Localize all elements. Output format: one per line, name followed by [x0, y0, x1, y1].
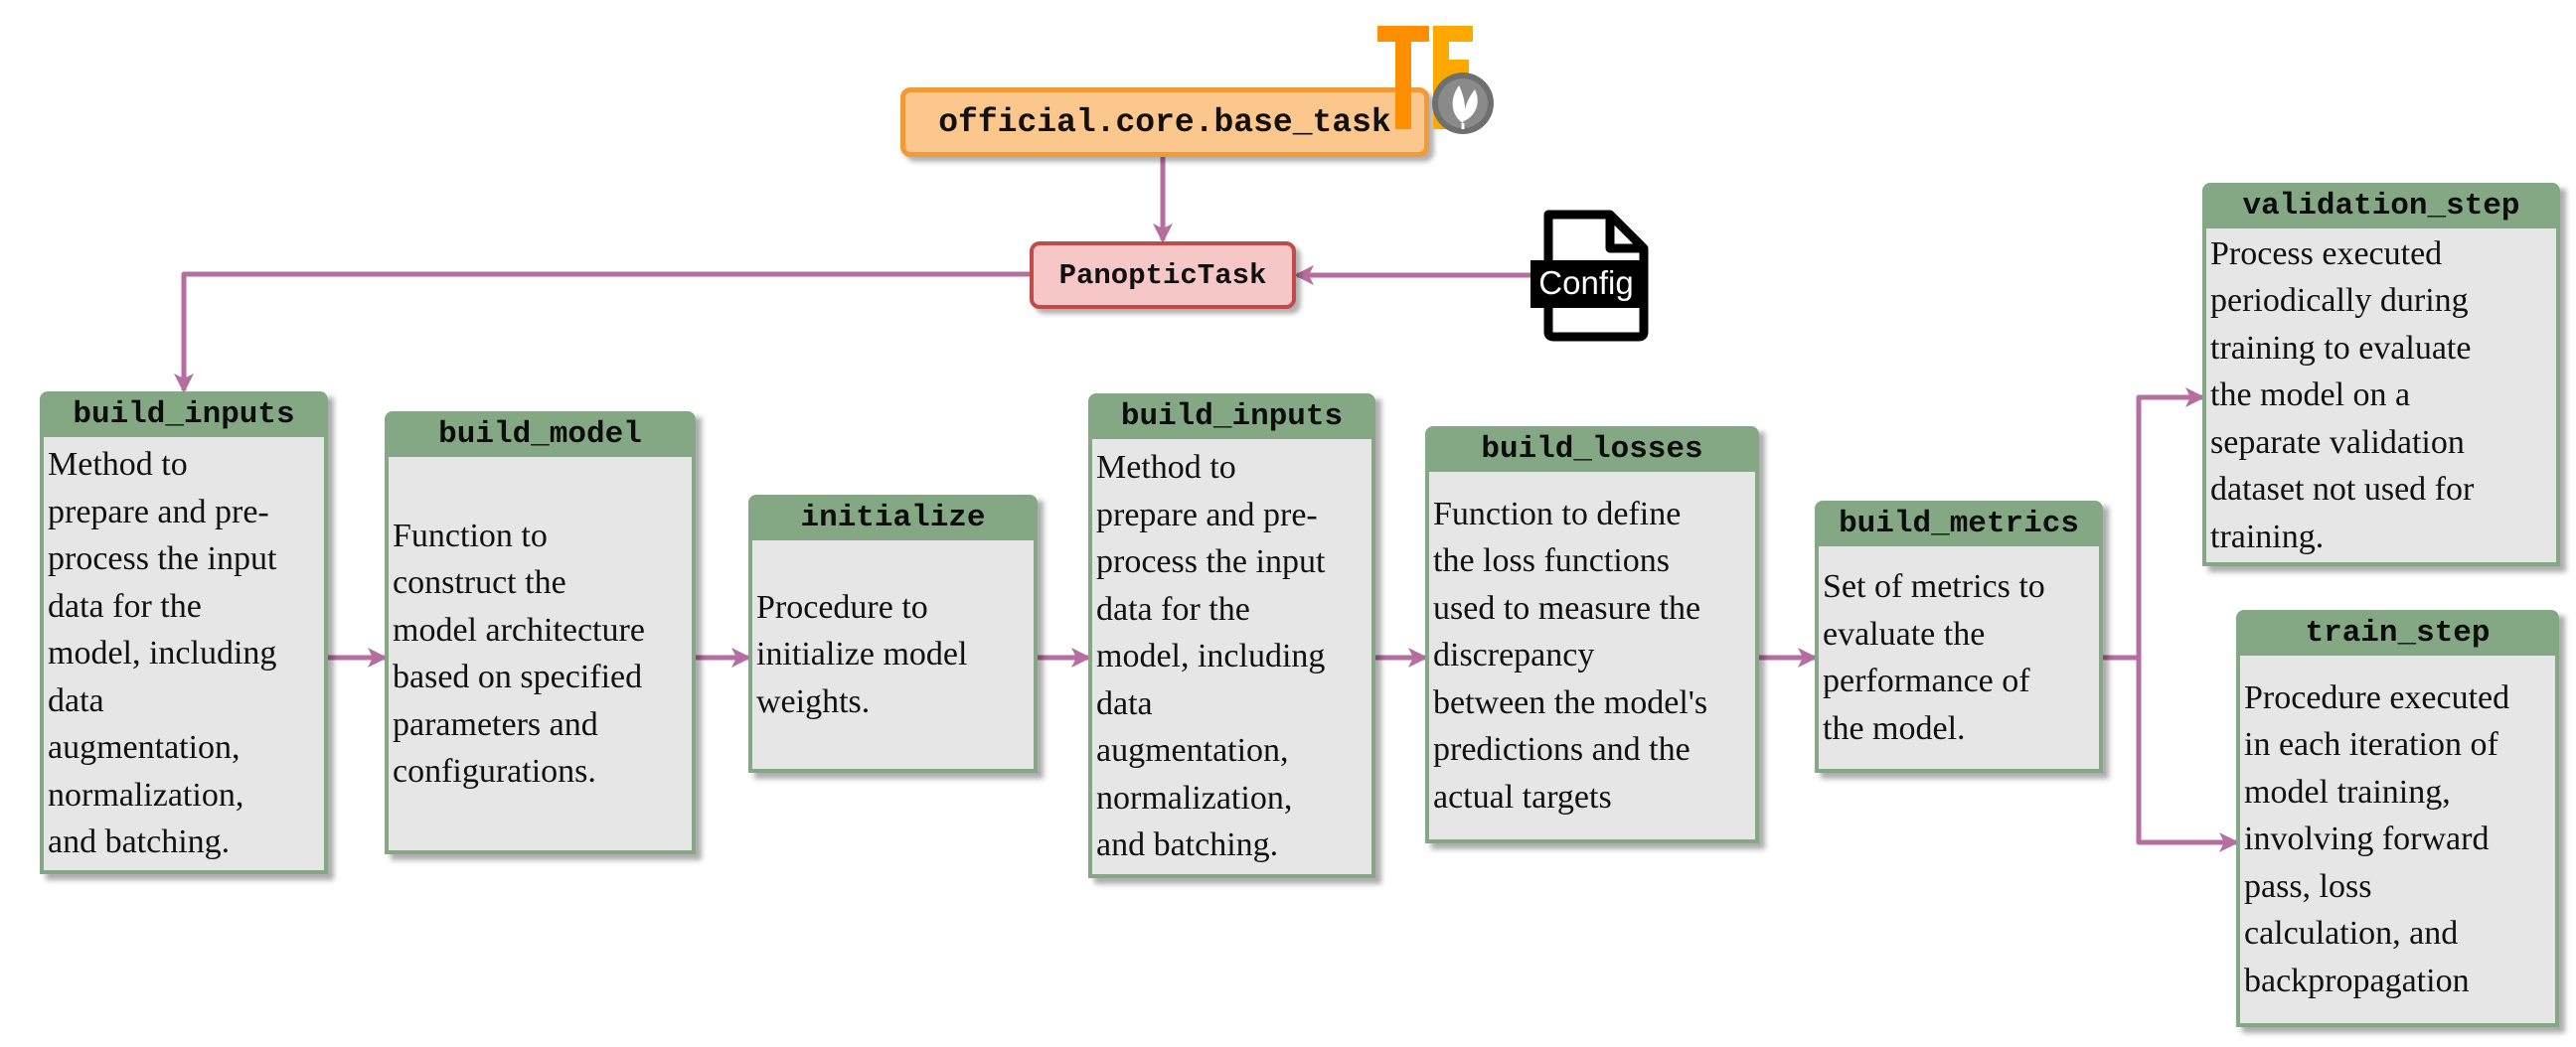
step-train-step-title: train_step [2236, 610, 2559, 656]
step-validation-step-title: validation_step [2202, 183, 2560, 228]
config-document-icon: Config [1530, 210, 1649, 342]
step-initialize-description: Procedure to initialize model weights. [756, 588, 968, 720]
step-build-inputs-2-description: Method to prepare and pre- process the i… [1096, 449, 1326, 864]
step-build-model-title: build_model [385, 411, 696, 457]
panoptic-task-label: PanopticTask [1058, 258, 1267, 292]
config-label: Config [1538, 264, 1633, 301]
step-build-inputs-1-title: build_inputs [40, 391, 328, 437]
base-task-node: official.core.base_task [900, 87, 1429, 157]
base-task-label: official.core.base_task [938, 103, 1391, 141]
panoptic-task-node: PanopticTask [1030, 241, 1296, 309]
step-train-step: train_step Procedure executed in each it… [2236, 610, 2559, 1027]
step-initialize-title: initialize [748, 495, 1038, 540]
step-build-inputs-2-title: build_inputs [1088, 393, 1375, 439]
edge-build-metrics-to-train-step [2136, 658, 2239, 852]
step-build-inputs-1: build_inputs Method to prepare and pre- … [40, 391, 328, 874]
edge-task-to-build-inputs [174, 271, 1030, 393]
step-initialize: initialize Procedure to initialize model… [748, 495, 1038, 773]
plant-badge-icon [1432, 73, 1494, 134]
step-build-metrics-description: Set of metrics to evaluate the performan… [1823, 568, 2045, 747]
step-build-model: build_model Function to construct the mo… [385, 411, 696, 854]
step-validation-step: validation_step Process executed periodi… [2202, 183, 2560, 566]
step-build-model-description: Function to construct the model architec… [393, 517, 645, 791]
step-build-metrics-title: build_metrics [1815, 501, 2103, 546]
step-build-losses-description: Function to define the loss functions us… [1433, 495, 1708, 816]
step-build-inputs-1-description: Method to prepare and pre- process the i… [48, 446, 277, 861]
step-build-losses: build_losses Function to define the loss… [1425, 426, 1759, 843]
step-validation-step-description: Process executed periodically during tra… [2210, 234, 2475, 555]
step-train-step-description: Procedure executed in each iteration of … [2244, 678, 2510, 999]
edge-build-metrics-to-validation-step [2136, 387, 2205, 658]
step-build-losses-title: build_losses [1425, 426, 1759, 472]
tensorflow-logo-icon [1377, 26, 1494, 134]
step-build-metrics: build_metrics Set of metrics to evaluate… [1815, 501, 2103, 773]
step-build-inputs-2: build_inputs Method to prepare and pre- … [1088, 393, 1375, 878]
